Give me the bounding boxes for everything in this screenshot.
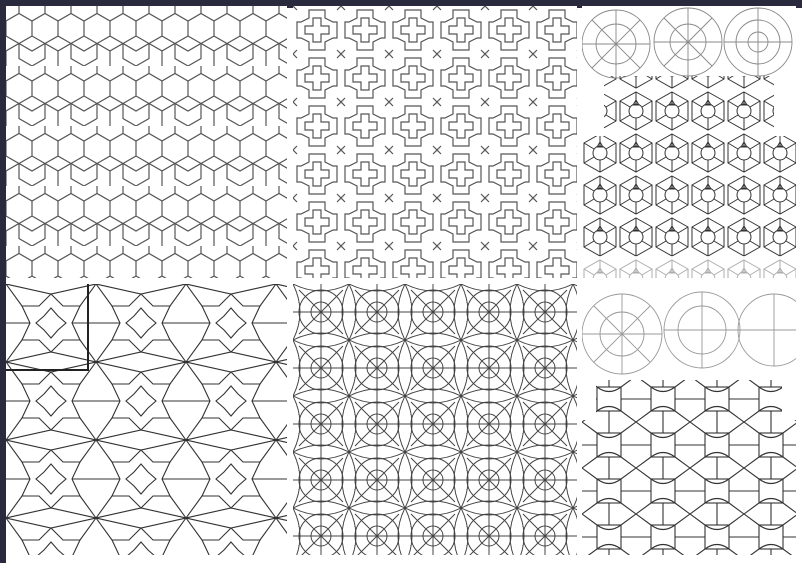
curvilinear-rosette-pattern — [293, 284, 577, 555]
twelve-point-star-lattice-drawing — [6, 284, 287, 555]
interlocking-cross-pattern — [293, 6, 577, 278]
hexagonal-rhombus-star-pattern — [6, 6, 287, 278]
geometric-construction-rosettes-pattern — [582, 6, 796, 278]
geometric-construction-squares-drawing — [582, 284, 796, 555]
geometric-construction-squares-pattern — [582, 284, 796, 555]
twelve-point-star-lattice-pattern — [6, 284, 287, 555]
geometric-construction-rosettes-drawing — [582, 6, 796, 278]
curvilinear-rosette-drawing — [293, 284, 577, 555]
hexagonal-rhombus-star-drawing — [6, 6, 287, 278]
interlocking-cross-drawing — [293, 6, 577, 278]
construction-circles — [582, 292, 796, 374]
construction-circles — [582, 8, 792, 78]
